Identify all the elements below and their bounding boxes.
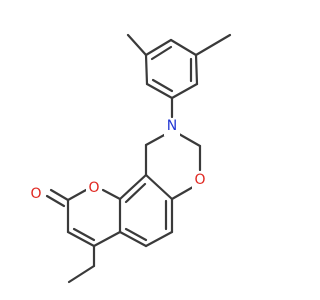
bond	[92, 230, 122, 248]
bond	[101, 188, 122, 201]
benzo-ring	[118, 173, 174, 248]
atom-o-carbonyl: O	[28, 186, 44, 204]
atom-o-ring: O	[192, 171, 208, 189]
oxygen-ring-label: O	[194, 172, 205, 188]
bond	[170, 82, 199, 100]
bond	[144, 230, 174, 248]
bond	[144, 53, 149, 86]
bond	[144, 38, 173, 57]
oxygen-pyranone-label: O	[88, 180, 99, 196]
carbonyl-bond	[49, 188, 70, 202]
bond	[194, 53, 199, 86]
nitrogen-label: N	[167, 118, 177, 134]
bond	[118, 230, 148, 248]
double-bond-inner	[150, 45, 173, 61]
bond	[118, 173, 148, 201]
double-bond-inner	[124, 227, 148, 242]
molecule-structure: N O O O	[28, 33, 232, 284]
double-bond-inner	[151, 78, 174, 93]
pyranone-ring	[45, 188, 122, 284]
bond	[169, 38, 198, 57]
ethyl-bond	[67, 264, 96, 284]
bond	[170, 185, 195, 201]
double-bond-inner	[72, 227, 96, 242]
atom-n: N	[164, 118, 180, 136]
methyl-bond	[126, 33, 148, 57]
carbonyl-bond	[45, 194, 66, 208]
methyl-bond	[194, 33, 232, 57]
bond	[144, 173, 174, 201]
bond	[66, 230, 96, 248]
bond	[177, 132, 202, 148]
bond	[66, 188, 88, 202]
bond	[144, 132, 168, 147]
double-bond-inner	[124, 182, 147, 204]
oxazine-ring	[144, 132, 202, 201]
atom-o-pyranone: O	[86, 180, 102, 198]
oxygen-carbonyl-label: O	[30, 186, 41, 202]
bond	[145, 82, 174, 100]
dimethylphenyl-ring	[126, 33, 232, 119]
